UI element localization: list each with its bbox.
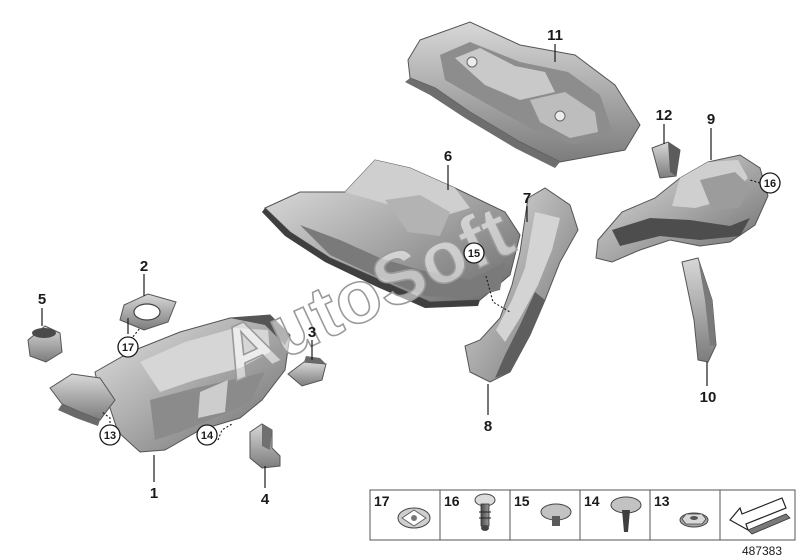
callout-2: 2 bbox=[140, 258, 148, 275]
part-12-small-shield bbox=[651, 141, 681, 179]
part-3-small-bracket bbox=[287, 356, 327, 387]
callout-9: 9 bbox=[707, 111, 715, 128]
callout-10: 10 bbox=[700, 389, 717, 406]
callout-7: 7 bbox=[523, 190, 531, 207]
legend-label-15: 15 bbox=[514, 493, 530, 509]
part-10-strip-shield bbox=[681, 257, 717, 363]
legend-label-13: 13 bbox=[654, 493, 670, 509]
clip-nut-icon bbox=[397, 507, 431, 529]
callout-numbers: 1 2 3 4 5 6 7 8 9 10 11 12 bbox=[38, 27, 717, 508]
part-9-rear-shield bbox=[595, 154, 769, 263]
part-6-tunnel-shield bbox=[262, 159, 521, 308]
part-11-heat-shield-top bbox=[405, 21, 641, 168]
callout-17: 17 bbox=[122, 342, 134, 354]
callout-14-circle: 14 bbox=[196, 424, 218, 446]
callout-14: 14 bbox=[201, 430, 214, 442]
callout-5: 5 bbox=[38, 291, 46, 308]
push-clip-icon bbox=[540, 503, 572, 526]
callout-3: 3 bbox=[308, 324, 316, 341]
callout-12: 12 bbox=[656, 107, 673, 124]
callout-8: 8 bbox=[484, 418, 492, 435]
reference-number: 487383 bbox=[742, 544, 782, 558]
expanding-rivet-icon bbox=[474, 493, 496, 531]
callout-17-circle: 17 bbox=[117, 336, 139, 358]
legend-cell-14: 14 bbox=[579, 489, 651, 541]
legend-cell-17: 17 bbox=[369, 489, 441, 541]
callout-15: 15 bbox=[468, 248, 480, 260]
part-2-gasket-plate bbox=[119, 293, 177, 331]
part-4-vertical-bracket bbox=[249, 423, 281, 469]
callout-1: 1 bbox=[150, 485, 158, 502]
callout-4: 4 bbox=[261, 491, 270, 508]
legend-cell-arrow bbox=[719, 489, 796, 541]
legend-label-17: 17 bbox=[374, 493, 390, 509]
flange-nut-icon bbox=[679, 512, 709, 528]
trim-rivet-icon bbox=[610, 496, 642, 532]
arrow-icon bbox=[729, 497, 791, 535]
callout-13: 13 bbox=[104, 430, 116, 442]
part-1-underfloor-shield bbox=[94, 314, 291, 453]
callout-16-circle: 16 bbox=[759, 172, 781, 194]
legend-cell-16: 16 bbox=[439, 489, 511, 541]
legend-label-14: 14 bbox=[584, 493, 600, 509]
fastener-legend: 17 16 15 bbox=[369, 489, 796, 541]
part-8-rail-shield bbox=[464, 187, 579, 383]
callout-6: 6 bbox=[444, 148, 452, 165]
legend-label-16: 16 bbox=[444, 493, 460, 509]
circled-callouts: 13 14 15 16 17 bbox=[99, 172, 781, 446]
callout-11: 11 bbox=[547, 27, 563, 44]
part-1-left-bracket bbox=[49, 373, 116, 426]
legend-cell-13: 13 bbox=[649, 489, 721, 541]
callout-16: 16 bbox=[764, 178, 776, 190]
callout-15-circle: 15 bbox=[463, 242, 485, 264]
legend-cell-15: 15 bbox=[509, 489, 581, 541]
callout-13-circle: 13 bbox=[99, 424, 121, 446]
part-5-rubber-mount bbox=[27, 325, 63, 363]
